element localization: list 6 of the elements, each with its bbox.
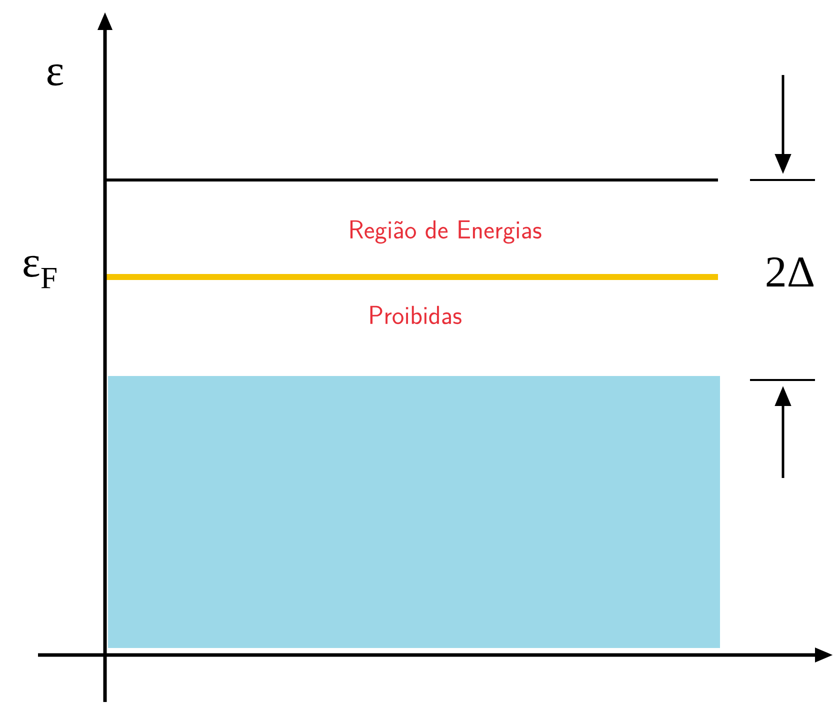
fermi-level-label: ε$_{F}$ (24, 256, 56, 288)
region-label: Região de Energias (350, 220, 542, 244)
gap-label: 2Δ (766, 257, 814, 287)
axis-label: ε (47, 64, 63, 86)
filled-band (108, 376, 720, 648)
region-label: Proibidas (370, 306, 462, 324)
